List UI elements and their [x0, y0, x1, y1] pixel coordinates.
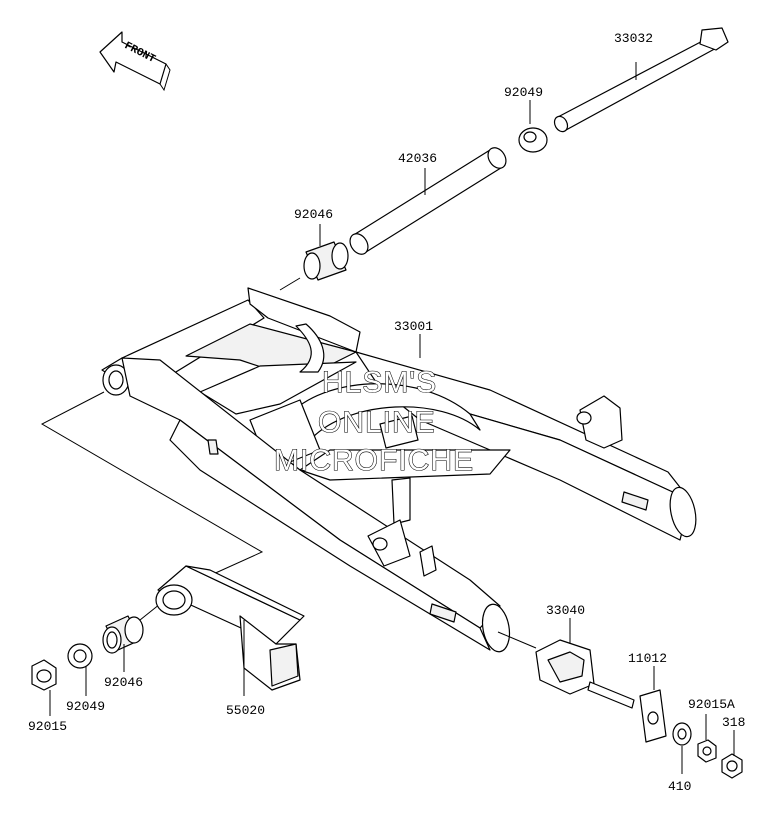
chain-guide-55020 — [155, 565, 305, 696]
label-11012: 11012 — [628, 651, 667, 666]
label-33032: 33032 — [614, 31, 653, 46]
label-42036: 42036 — [398, 151, 437, 166]
label-410: 410 — [668, 779, 691, 794]
label-318: 318 — [722, 715, 745, 730]
label-92049-top: 92049 — [504, 85, 543, 100]
front-arrow-icon: FRONT — [99, 31, 171, 92]
label-55020: 55020 — [226, 703, 265, 718]
washer-410 — [672, 722, 692, 774]
collar-92049-top — [518, 100, 548, 153]
label-92046-top: 92046 — [294, 207, 333, 222]
watermark-line2: ONLINE — [318, 406, 436, 439]
leader-lines — [40, 391, 537, 649]
collar-92049-bottom — [67, 643, 93, 696]
label-33001: 33001 — [394, 319, 433, 334]
watermark-line1: HLSM'S — [322, 366, 437, 399]
label-92046-bottom: 92046 — [104, 675, 143, 690]
label-92015A: 92015A — [688, 697, 735, 712]
nut-318 — [721, 730, 743, 779]
chain-adjuster-33040 — [535, 618, 635, 709]
nut-92015A — [697, 714, 717, 763]
bearing-92046-top — [279, 224, 349, 291]
bearing-92046-bottom — [102, 615, 144, 672]
sleeve-42036 — [349, 147, 507, 255]
swingarm-33001 — [101, 287, 697, 653]
watermark: HLSM'S ONLINE MICROFICHE — [273, 365, 474, 477]
plate-11012 — [639, 666, 667, 743]
label-92015: 92015 — [28, 719, 67, 734]
watermark-line3: MICROFICHE — [274, 444, 474, 477]
pivot-shaft-33032 — [553, 27, 729, 133]
label-33040: 33040 — [546, 603, 585, 618]
nut-92015 — [31, 659, 57, 716]
label-92049-bottom: 92049 — [66, 699, 105, 714]
